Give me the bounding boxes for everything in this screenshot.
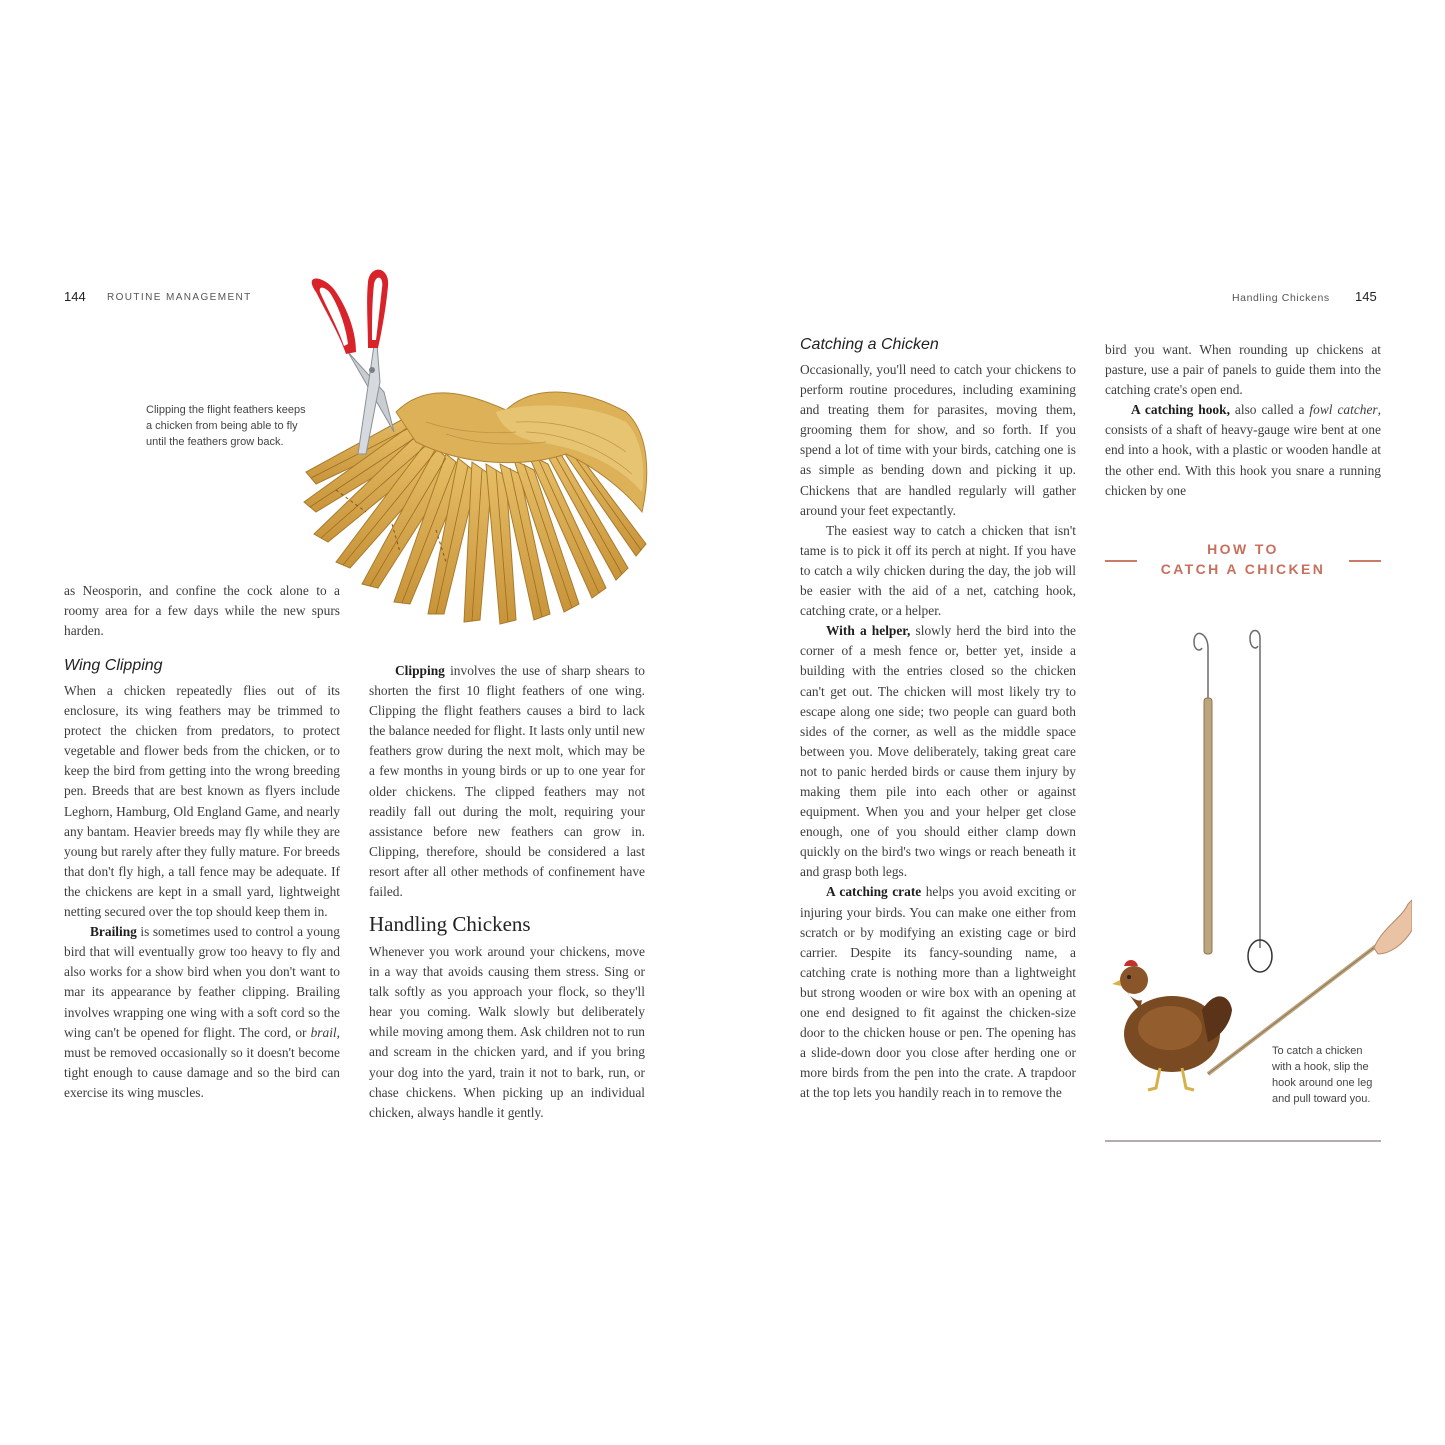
catching-column-2: bird you want. When rounding up chickens… bbox=[1105, 340, 1381, 501]
fowl-catcher-italic: fowl catcher bbox=[1309, 402, 1378, 418]
hook-text-end: , consists of a shaft of heavy-gauge wir… bbox=[1105, 402, 1381, 498]
hook-term: A catching hook, bbox=[1131, 402, 1230, 418]
clipping-column: Clipping involves the use of sharp shear… bbox=[369, 661, 645, 902]
wing-clipping-illustration bbox=[303, 269, 648, 625]
hook-text: also called a bbox=[1229, 402, 1310, 418]
catching-p5: bird you want. When rounding up chickens… bbox=[1105, 342, 1381, 398]
wing-clipping-heading: Wing Clipping bbox=[64, 657, 163, 674]
helper-paragraph: With a helper, slowly herd the bird into… bbox=[800, 621, 1076, 882]
intro-paragraph: as Neosporin, and confine the cock alone… bbox=[64, 581, 340, 641]
brailing-paragraph: Brailing is sometimes used to control a … bbox=[64, 922, 340, 1103]
helper-text: slowly herd the bird into the corner of … bbox=[800, 623, 1076, 880]
brailing-text-end: , must be removed occasionally so it doe… bbox=[64, 1024, 340, 1100]
crate-paragraph: A catching crate helps you avoid excitin… bbox=[800, 882, 1076, 1103]
catching-column: Occasionally, you'll need to catch your … bbox=[800, 360, 1076, 1103]
crate-term: A catching crate bbox=[826, 884, 922, 900]
intro-text: as Neosporin, and confine the cock alone… bbox=[64, 583, 340, 639]
catching-p1: Occasionally, you'll need to catch your … bbox=[800, 362, 1076, 518]
box-title: HOW TO CATCH A CHICKEN bbox=[1140, 539, 1346, 579]
brail-italic: brail bbox=[310, 1024, 337, 1040]
catching-p2: The easiest way to catch a chicken that … bbox=[800, 522, 1076, 619]
catching-hook-icon bbox=[1193, 629, 1273, 973]
clipping-paragraph: Clipping involves the use of sharp shear… bbox=[369, 661, 645, 902]
box-title-rule-left bbox=[1105, 560, 1137, 562]
scissors-icon bbox=[311, 269, 395, 455]
helper-term: With a helper, bbox=[826, 623, 911, 639]
wing-clipping-column: When a chicken repeatedly flies out of i… bbox=[64, 681, 340, 1103]
box-title-line2: CATCH A CHICKEN bbox=[1160, 561, 1326, 577]
hook-paragraph: A catching hook, also called a fowl catc… bbox=[1105, 400, 1381, 500]
catching-hook-illustration bbox=[1112, 629, 1412, 1092]
brailing-term: Brailing bbox=[90, 924, 137, 940]
clipping-text: involves the use of sharp shears to shor… bbox=[369, 663, 645, 900]
crate-text: helps you avoid exciting or injuring you… bbox=[800, 884, 1076, 1101]
catching-heading: Catching a Chicken bbox=[800, 336, 939, 353]
box-bottom-rule bbox=[1105, 1140, 1381, 1142]
hook-caption: To catch a chicken with a hook, slip the… bbox=[1272, 1045, 1373, 1105]
box-title-rule-right bbox=[1349, 560, 1381, 562]
page-number-right: 145 bbox=[1355, 289, 1377, 304]
handling-heading: Handling Chickens bbox=[369, 912, 531, 936]
wing-icon bbox=[303, 391, 648, 625]
handling-column: Whenever you work around your chickens, … bbox=[369, 942, 645, 1123]
running-head-left: ROUTINE MANAGEMENT bbox=[107, 292, 252, 303]
wing-clipping-p1: When a chicken repeatedly flies out of i… bbox=[64, 683, 340, 920]
handling-p1: Whenever you work around your chickens, … bbox=[369, 944, 645, 1120]
clipping-term: Clipping bbox=[395, 663, 445, 678]
running-head-right: Handling Chickens bbox=[1232, 292, 1330, 304]
wing-caption: Clipping the flight feathers keeps a chi… bbox=[146, 404, 306, 448]
chicken-icon bbox=[1112, 960, 1232, 1092]
brailing-text: is sometimes used to control a young bir… bbox=[64, 924, 340, 1040]
box-title-line1: HOW TO bbox=[1207, 541, 1279, 557]
hand-with-hook-icon bbox=[1206, 899, 1412, 1076]
page-number-left: 144 bbox=[64, 289, 86, 304]
